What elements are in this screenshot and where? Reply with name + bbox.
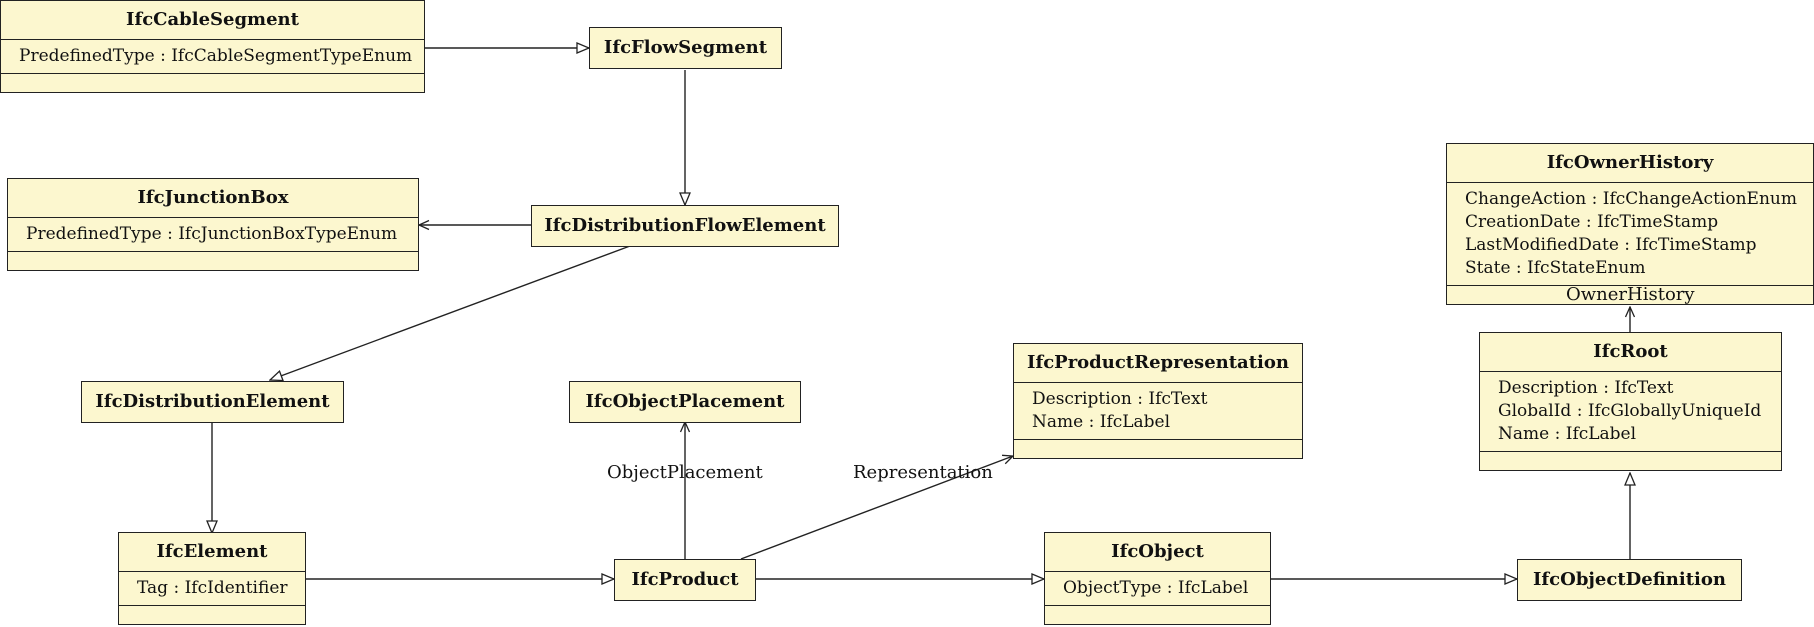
class-attributes: Description : IfcText GlobalId : IfcGlob…	[1480, 372, 1781, 452]
class-attributes: ChangeAction : IfcChangeActionEnum Creat…	[1447, 183, 1813, 286]
attribute: ChangeAction : IfcChangeActionEnum	[1465, 189, 1797, 209]
class-title: IfcCableSegment	[1, 1, 424, 40]
association-label-representation: Representation	[853, 462, 993, 483]
class-ifcelement[interactable]: IfcElement Tag : IfcIdentifier	[118, 532, 306, 625]
class-operations	[1, 74, 424, 92]
class-attributes: PredefinedType : IfcCableSegmentTypeEnum	[1, 40, 424, 74]
attribute: Name : IfcLabel	[1032, 412, 1171, 432]
class-operations	[1480, 452, 1781, 470]
class-ifcobjectplacement[interactable]: IfcObjectPlacement	[569, 381, 801, 423]
class-ifcownerhistory[interactable]: IfcOwnerHistory ChangeAction : IfcChange…	[1446, 143, 1814, 305]
class-ifcobject[interactable]: IfcObject ObjectType : IfcLabel	[1044, 532, 1271, 625]
attribute: LastModifiedDate : IfcTimeStamp	[1465, 235, 1757, 255]
class-title: IfcObjectPlacement	[585, 391, 785, 412]
edge-distributionflowelement-to-distributionelement	[270, 245, 631, 380]
class-operations	[1045, 606, 1270, 624]
class-ifcobjectdefinition[interactable]: IfcObjectDefinition	[1517, 559, 1742, 601]
class-ifccablesegment[interactable]: IfcCableSegment PredefinedType : IfcCabl…	[0, 0, 425, 93]
class-title: IfcObjectDefinition	[1533, 569, 1726, 590]
class-ifcdistributionflowelement[interactable]: IfcDistributionFlowElement	[531, 205, 839, 247]
class-ifcflowsegment[interactable]: IfcFlowSegment	[589, 27, 782, 69]
class-title: IfcProduct	[631, 569, 739, 590]
attribute: Description : IfcText	[1498, 378, 1674, 398]
class-title: IfcElement	[119, 533, 305, 572]
class-operations	[119, 606, 305, 624]
attribute: CreationDate : IfcTimeStamp	[1465, 212, 1719, 232]
attribute: GlobalId : IfcGloballyUniqueId	[1498, 401, 1762, 421]
class-ifcproduct[interactable]: IfcProduct	[614, 559, 756, 601]
attribute: Description : IfcText	[1032, 389, 1208, 409]
attribute: PredefinedType : IfcJunctionBoxTypeEnum	[26, 224, 398, 244]
attribute: State : IfcStateEnum	[1465, 258, 1646, 278]
class-title: IfcOwnerHistory	[1447, 144, 1813, 183]
class-attributes: Tag : IfcIdentifier	[119, 572, 305, 606]
attribute: ObjectType : IfcLabel	[1063, 578, 1249, 598]
class-ifcproductrepresentation[interactable]: IfcProductRepresentation Description : I…	[1013, 343, 1303, 459]
class-operations	[1014, 440, 1302, 458]
class-operations	[8, 252, 418, 270]
association-label-ownerhistory: OwnerHistory	[1566, 284, 1695, 305]
attribute: Name : IfcLabel	[1498, 424, 1637, 444]
class-ifcdistributionelement[interactable]: IfcDistributionElement	[81, 381, 344, 423]
attribute: Tag : IfcIdentifier	[137, 578, 288, 598]
class-attributes: PredefinedType : IfcJunctionBoxTypeEnum	[8, 218, 418, 252]
association-label-objectplacement: ObjectPlacement	[607, 462, 763, 483]
class-ifcjunctionbox[interactable]: IfcJunctionBox PredefinedType : IfcJunct…	[7, 178, 419, 271]
class-attributes: Description : IfcText Name : IfcLabel	[1014, 383, 1302, 440]
edge-product-to-productrepresentation	[740, 456, 1013, 560]
class-title: IfcProductRepresentation	[1014, 344, 1302, 383]
class-title: IfcObject	[1045, 533, 1270, 572]
attribute: PredefinedType : IfcCableSegmentTypeEnum	[19, 46, 413, 66]
class-title: IfcDistributionFlowElement	[544, 215, 826, 236]
class-attributes: ObjectType : IfcLabel	[1045, 572, 1270, 606]
class-title: IfcFlowSegment	[603, 37, 768, 58]
class-title: IfcDistributionElement	[95, 391, 330, 412]
class-title: IfcRoot	[1480, 333, 1781, 372]
class-ifcroot[interactable]: IfcRoot Description : IfcText GlobalId :…	[1479, 332, 1782, 471]
class-title: IfcJunctionBox	[8, 179, 418, 218]
